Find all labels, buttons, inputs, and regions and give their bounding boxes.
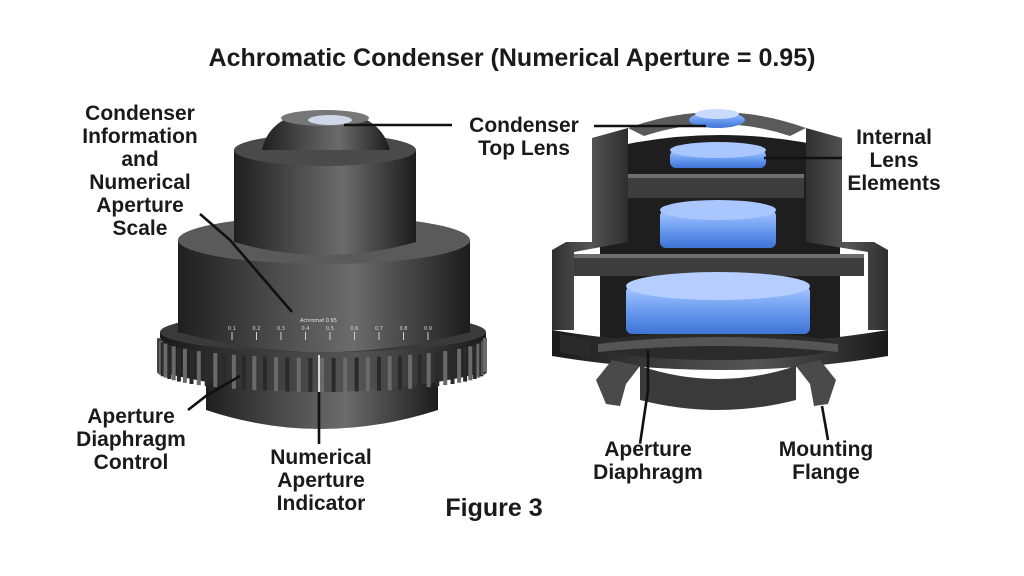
knurl-tooth: [213, 353, 218, 388]
knurl-tooth: [320, 358, 324, 392]
knurl-tooth: [417, 354, 422, 388]
knurl-tooth: [308, 357, 313, 392]
knurl-tooth: [365, 357, 370, 392]
na-scale: 0.1 0.2 0.3 0.4 0.5 0.6 0.7 0.8 0.9: [228, 326, 432, 340]
knurl-tooth: [241, 355, 246, 390]
scale-label: 0.8: [400, 326, 408, 332]
knurl-tooth: [189, 350, 194, 384]
knurl-tooth: [387, 356, 392, 391]
knurl-tooth: [426, 353, 431, 388]
label-numerical-aperture-indicator: Numerical Aperture Indicator: [270, 446, 372, 515]
scale-label: 0.6: [351, 326, 359, 332]
scale-label: 0.5: [326, 326, 334, 332]
knurl-tooth: [435, 352, 440, 387]
knurl-tooth: [296, 357, 301, 392]
knurl-tooth: [160, 342, 165, 377]
knurl-tooth: [483, 338, 487, 372]
knurl-tooth: [354, 357, 359, 392]
knurl-tooth: [343, 357, 348, 392]
knurl-tooth: [163, 343, 168, 378]
diagram-title: Achromatic Condenser (Numerical Aperture…: [208, 44, 816, 72]
engraved-text: Achromat 0.95: [300, 318, 337, 324]
knurl-tooth: [450, 350, 455, 384]
lens-stack: [626, 109, 810, 334]
knurl-tooth: [182, 348, 187, 383]
leader-lines: [187, 123, 842, 445]
knurl-tooth: [443, 351, 448, 386]
figure-caption: Figure 3: [445, 494, 543, 522]
knurl-tooth: [222, 354, 227, 388]
knurl-tooth: [176, 347, 181, 382]
knurl-tooth: [331, 357, 336, 392]
knurl-tooth: [274, 357, 279, 392]
knurl-tooth: [408, 354, 413, 389]
label-aperture-diaphragm: Aperture Diaphragm: [593, 438, 703, 484]
knurl-tooth: [377, 356, 381, 391]
knurl-tooth: [231, 354, 236, 389]
label-aperture-diaphragm-control: Aperture Diaphragm Control: [76, 405, 186, 474]
scale-label: 0.4: [302, 326, 310, 332]
label-condenser-information: Condenser Information and Numerical Aper…: [82, 102, 198, 240]
knurl-tooth: [263, 356, 267, 391]
scale-label: 0.9: [424, 326, 432, 332]
knurl-tooth: [252, 356, 257, 391]
knurl-tooth: [472, 345, 477, 379]
knurl-tooth: [167, 345, 172, 379]
knurl-tooth: [196, 351, 201, 386]
knurl-tooth: [476, 343, 481, 378]
knurl-tooth: [285, 357, 290, 392]
knurled-ring-teeth: [157, 338, 487, 392]
scale-label: 0.2: [253, 326, 261, 332]
knurl-tooth: [171, 346, 176, 381]
sectioned-condenser: [552, 109, 888, 410]
knurl-tooth: [457, 348, 462, 383]
label-mounting-flange: Mounting Flange: [778, 438, 874, 484]
label-internal-lens-elements: Internal Lens Elements: [847, 126, 941, 195]
scale-label: 0.7: [375, 326, 383, 332]
knurl-tooth: [398, 355, 403, 390]
knurl-tooth: [468, 346, 473, 381]
scale-label: 0.3: [277, 326, 285, 332]
label-condenser-top-lens: Condenser Top Lens: [469, 114, 579, 160]
scale-label: 0.1: [228, 326, 236, 332]
knurl-tooth: [204, 352, 209, 387]
knurl-tooth: [463, 347, 468, 382]
